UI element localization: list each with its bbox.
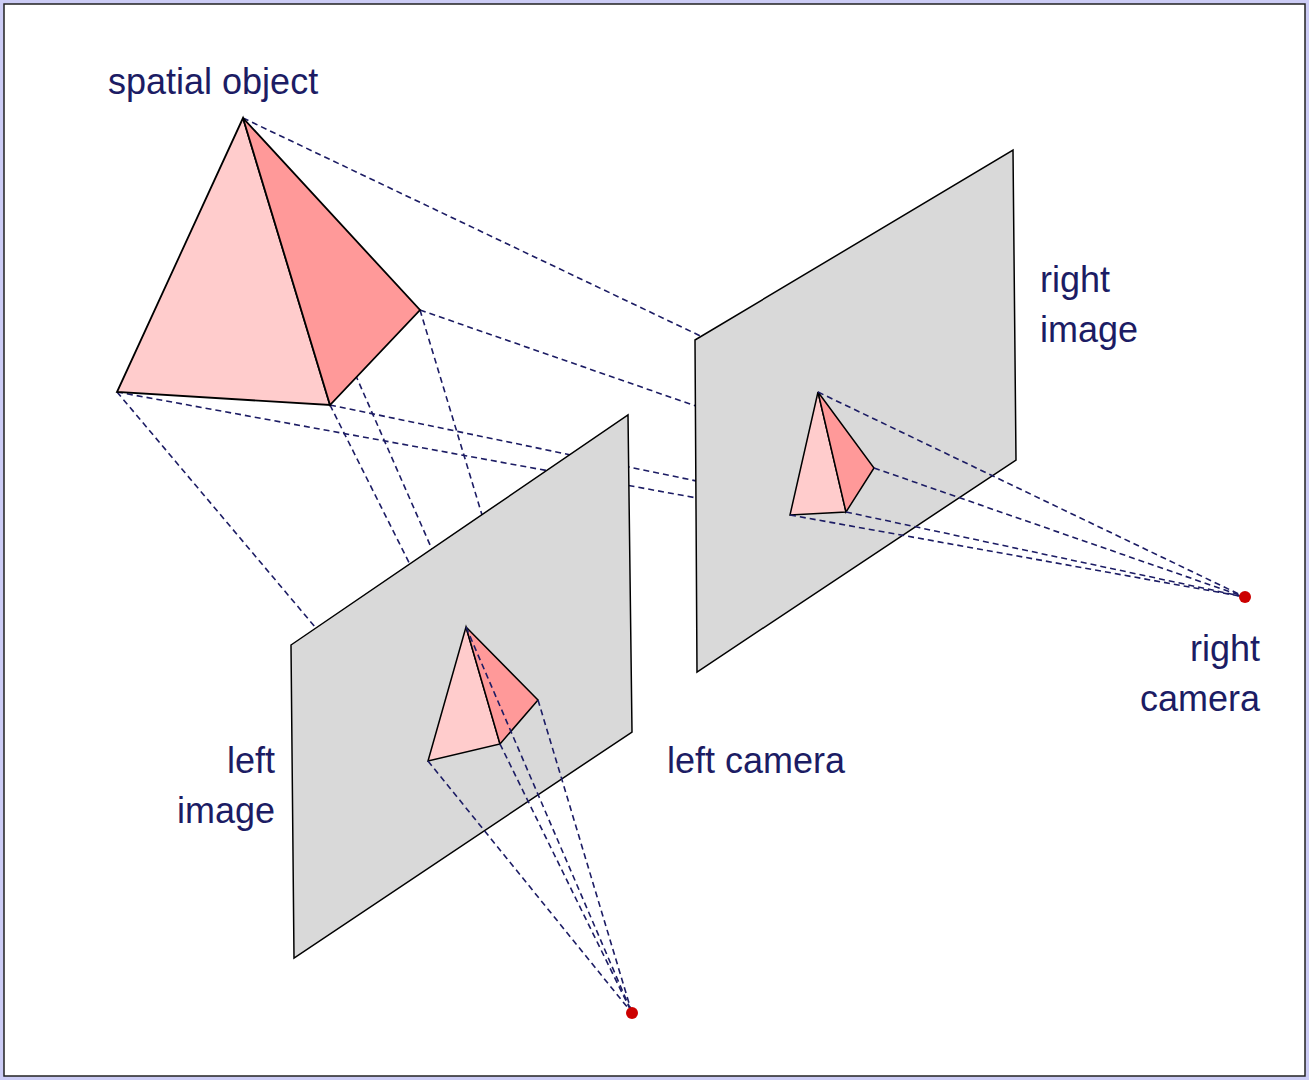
image-pyramid [466,627,538,744]
panel [4,4,1305,1076]
right-image-plane [695,150,1016,672]
image-label: left image [130,736,275,836]
image-pyramid [818,392,874,512]
pyramid-face [243,118,420,405]
camera-label: right camera [1080,624,1260,724]
image-label: right image [1040,255,1185,355]
camera-center [626,1007,638,1019]
left-image-plane [291,415,632,958]
camera-center [1239,591,1251,603]
camera-label: left camera [667,736,847,786]
projection-rays-camera [428,392,1245,1013]
object-label: spatial object [108,57,428,107]
